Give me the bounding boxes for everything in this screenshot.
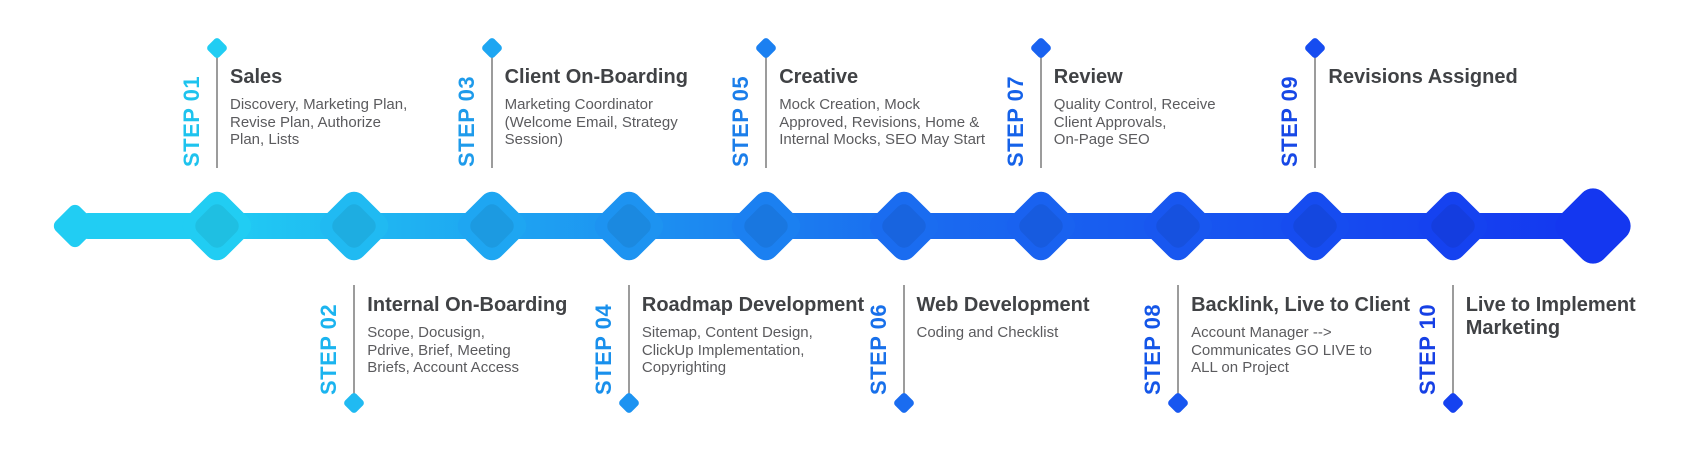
- step-description: Quality Control, Receive Client Approval…: [1053, 96, 1216, 148]
- step-description: Marketing Coordinator (Welcome Email, St…: [504, 96, 678, 148]
- connector-line: [1451, 285, 1454, 397]
- connector-line: [490, 57, 493, 168]
- step-description: Discovery, Marketing Plan, Revise Plan, …: [230, 96, 408, 148]
- connector-line: [353, 285, 356, 397]
- step-title: Sales: [230, 66, 283, 88]
- step-marker-diamond-icon: [1166, 391, 1190, 415]
- connector-line: [216, 57, 218, 168]
- step-marker-diamond-icon: [1304, 36, 1327, 60]
- connector-line: [1177, 285, 1180, 397]
- connector-line: [627, 285, 630, 397]
- step-label: STEP 10: [1414, 303, 1440, 395]
- start-cap-diamond-icon: [50, 201, 100, 251]
- step-title: Revisions Assigned: [1328, 66, 1518, 88]
- step-label: STEP 09: [1277, 75, 1303, 167]
- connector-line: [1314, 57, 1317, 168]
- step-title: Review: [1053, 66, 1123, 88]
- step-title: Client On-Boarding: [504, 66, 688, 88]
- step-title: Roadmap Development: [641, 294, 865, 316]
- step-description: Account Manager --> Communicates GO LIVE…: [1191, 324, 1372, 376]
- step-marker-diamond-icon: [754, 36, 778, 60]
- step-marker-diamond-icon: [342, 391, 366, 415]
- step-marker-diamond-icon: [617, 391, 641, 415]
- step-label: STEP 03: [453, 75, 479, 167]
- step-description: Sitemap, Content Design, ClickUp Impleme…: [641, 324, 813, 376]
- step-marker-diamond-icon: [1029, 36, 1053, 60]
- connector-line: [902, 285, 905, 397]
- step-marker-diamond-icon: [205, 36, 229, 60]
- step-description: Mock Creation, Mock Approved, Revisions,…: [779, 96, 986, 148]
- step-label: STEP 01: [179, 75, 204, 167]
- step-label: STEP 06: [865, 303, 891, 395]
- step-marker-diamond-icon: [1441, 391, 1465, 415]
- step-label: STEP 04: [590, 303, 616, 395]
- step-description: Scope, Docusign, Pdrive, Brief, Meeting …: [367, 324, 520, 376]
- step-label: STEP 07: [1002, 75, 1028, 167]
- step-label: STEP 05: [728, 75, 754, 167]
- step-label: STEP 02: [316, 303, 342, 395]
- step-description: Coding and Checklist: [916, 324, 1059, 341]
- step-title: Live to Implement Marketing: [1465, 294, 1636, 339]
- end-cap-diamond-icon: [1549, 182, 1637, 270]
- step-marker-diamond-icon: [480, 36, 503, 60]
- step-marker-diamond-icon: [892, 391, 915, 415]
- connector-line: [765, 57, 768, 168]
- step-title: Web Development: [916, 294, 1090, 316]
- connector-line: [1039, 57, 1042, 168]
- band-bar: [75, 213, 1593, 239]
- step-label: STEP 08: [1140, 303, 1166, 395]
- step-title: Internal On-Boarding: [367, 294, 568, 316]
- step-title: Backlink, Live to Client: [1191, 294, 1411, 316]
- step-title: Creative: [779, 66, 859, 88]
